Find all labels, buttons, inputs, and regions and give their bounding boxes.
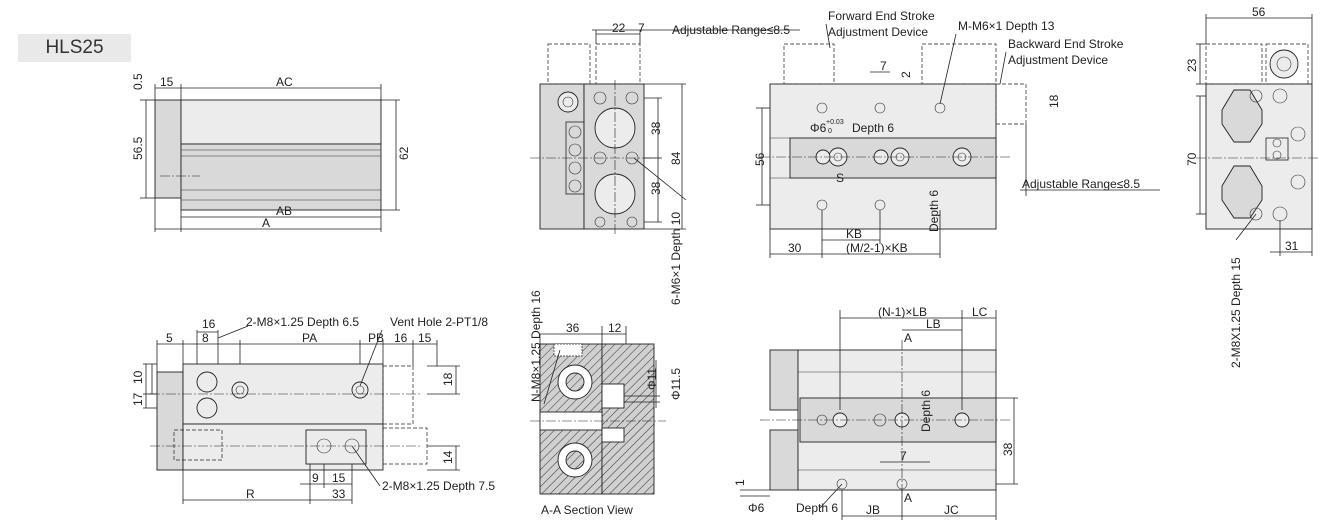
uv-depth-note: Depth 6 bbox=[796, 501, 838, 515]
model-badge: HLS25 bbox=[18, 34, 131, 62]
top-dim-18: 18 bbox=[1047, 94, 1061, 108]
bl-dim-15: 15 bbox=[418, 331, 432, 345]
dim-AB: AB bbox=[276, 204, 292, 218]
side-view: 15 AC 0.5 56.5 62 AB A bbox=[131, 73, 411, 232]
top-dim-30: 30 bbox=[788, 241, 802, 255]
bottom-left-view: 5 16 8 PA PB 16 15 2-M8×1.25 Depth 6.5 V… bbox=[131, 315, 495, 504]
bl-dim-9: 9 bbox=[312, 471, 319, 485]
top-depth-vert: Depth 6 bbox=[927, 190, 941, 232]
right-tap-note: 2-M8X1.25 Depth 15 bbox=[1229, 257, 1243, 368]
top-fwd-note-2: Adjustment Device bbox=[828, 25, 928, 39]
top-dim-KB: KB bbox=[846, 227, 862, 241]
top-view: Forward End Stroke Adjustment Device M-M… bbox=[753, 9, 1160, 258]
top-bwd-note-1: Backward End Stroke bbox=[1008, 37, 1124, 51]
dim-38a: 38 bbox=[649, 121, 663, 135]
bl-vent-note: Vent Hole 2-PT1/8 bbox=[390, 315, 488, 329]
side-upper-slide bbox=[180, 99, 382, 145]
bl-dim-15b: 15 bbox=[332, 471, 346, 485]
right-dim-23: 23 bbox=[1185, 58, 1199, 72]
top-dim-MKB: (M/2-1)×KB bbox=[846, 241, 908, 255]
bl-dim-PB: PB bbox=[368, 331, 384, 345]
sec-caption: A-A Section View bbox=[541, 503, 633, 517]
uv-dim-JB: JB bbox=[866, 503, 880, 517]
right-dim-56: 56 bbox=[1252, 5, 1266, 19]
dim-62: 62 bbox=[397, 146, 411, 160]
uv-dim-LB: LB bbox=[926, 317, 941, 331]
uv-dim-NLB: (N-1)×LB bbox=[878, 305, 927, 319]
bl-dim-33: 33 bbox=[332, 487, 346, 501]
bl-dim-5: 5 bbox=[166, 331, 173, 345]
right-dim-31: 31 bbox=[1285, 239, 1299, 253]
uv-dim-A1: A bbox=[904, 331, 912, 345]
right-dim-70: 70 bbox=[1185, 152, 1199, 166]
uv-depth-vert: Depth 6 bbox=[919, 390, 933, 432]
sec-dim-12: 12 bbox=[608, 321, 622, 335]
bl-dim-PA: PA bbox=[302, 331, 317, 345]
bl-dim-16: 16 bbox=[202, 317, 216, 331]
top-tol0-note: 0 bbox=[828, 128, 832, 135]
top-bwd-note-2: Adjustment Device bbox=[1008, 53, 1108, 67]
bl-dim-18: 18 bbox=[441, 372, 455, 386]
front-view: 22 7 38 38 84 6-M6×1 Depth 10 Adjustable… bbox=[530, 21, 800, 305]
top-depth-note: Depth 6 bbox=[852, 121, 894, 135]
uv-dim-7: 7 bbox=[900, 449, 907, 463]
top-fwd-note-1: Forward End Stroke bbox=[828, 9, 935, 23]
front-tap-note: 6-M6×1 Depth 10 bbox=[669, 212, 683, 305]
bl-dim-16b: 16 bbox=[394, 331, 408, 345]
dim-22: 22 bbox=[612, 21, 626, 35]
sec-dim-36: 36 bbox=[566, 321, 580, 335]
under-view: (N-1)×LB LC LB A A Depth 6 38 7 1 JB JC … bbox=[733, 305, 1018, 520]
uv-dim-JC: JC bbox=[944, 503, 959, 517]
bl-m8-note: 2-M8×1.25 Depth 6.5 bbox=[246, 315, 359, 329]
dim-565: 56.5 bbox=[131, 136, 145, 160]
top-tol-note: +0.03 bbox=[826, 119, 844, 126]
side-end-plate bbox=[154, 99, 182, 199]
dim-84: 84 bbox=[669, 151, 683, 165]
dim-A: A bbox=[262, 216, 270, 230]
bl-dim-R: R bbox=[246, 487, 255, 501]
bl-dim-17: 17 bbox=[131, 392, 145, 406]
uv-dim-LC: LC bbox=[972, 305, 988, 319]
side-body bbox=[180, 143, 382, 211]
top-range-note: Adjustable Range≤8.5 bbox=[1022, 177, 1140, 191]
dim-15: 15 bbox=[160, 75, 174, 89]
front-range-note: Adjustable Range≤8.5 bbox=[672, 23, 790, 37]
right-view: 56 23 70 31 2-M8X1.25 Depth 15 bbox=[1185, 5, 1320, 368]
sec-tap-note: N-M8×1.25 Depth 16 bbox=[529, 290, 543, 402]
dim-38b: 38 bbox=[649, 181, 663, 195]
dim-05: 0.5 bbox=[131, 73, 145, 90]
bl-dim-10: 10 bbox=[131, 370, 145, 384]
uv-dim-1: 1 bbox=[733, 479, 747, 486]
section-view: 36 12 N-M8×1.25 Depth 16 Φ11 Φ11.5 A-A S… bbox=[529, 290, 683, 517]
dim-AC: AC bbox=[276, 75, 293, 89]
top-dim-56: 56 bbox=[753, 152, 767, 166]
uv-phi-note: Φ6 bbox=[748, 501, 765, 515]
top-dim-7: 7 bbox=[880, 59, 887, 73]
sec-dim-phi11: Φ11 bbox=[645, 368, 659, 390]
bl-m8b-note: 2-M8×1.25 Depth 7.5 bbox=[382, 479, 495, 493]
bl-dim-14: 14 bbox=[441, 450, 455, 464]
sec-dim-phi115: Φ11.5 bbox=[669, 368, 683, 400]
uv-dim-A2: A bbox=[904, 491, 912, 505]
top-dim-S: S bbox=[836, 171, 844, 185]
top-mm6-note: M-M6×1 Depth 13 bbox=[958, 19, 1055, 33]
dim-7: 7 bbox=[638, 21, 645, 35]
top-phi-note: Φ6 bbox=[810, 121, 827, 135]
top-dim-2: 2 bbox=[899, 71, 913, 78]
bl-dim-8: 8 bbox=[202, 331, 209, 345]
uv-dim-38: 38 bbox=[1001, 442, 1015, 456]
